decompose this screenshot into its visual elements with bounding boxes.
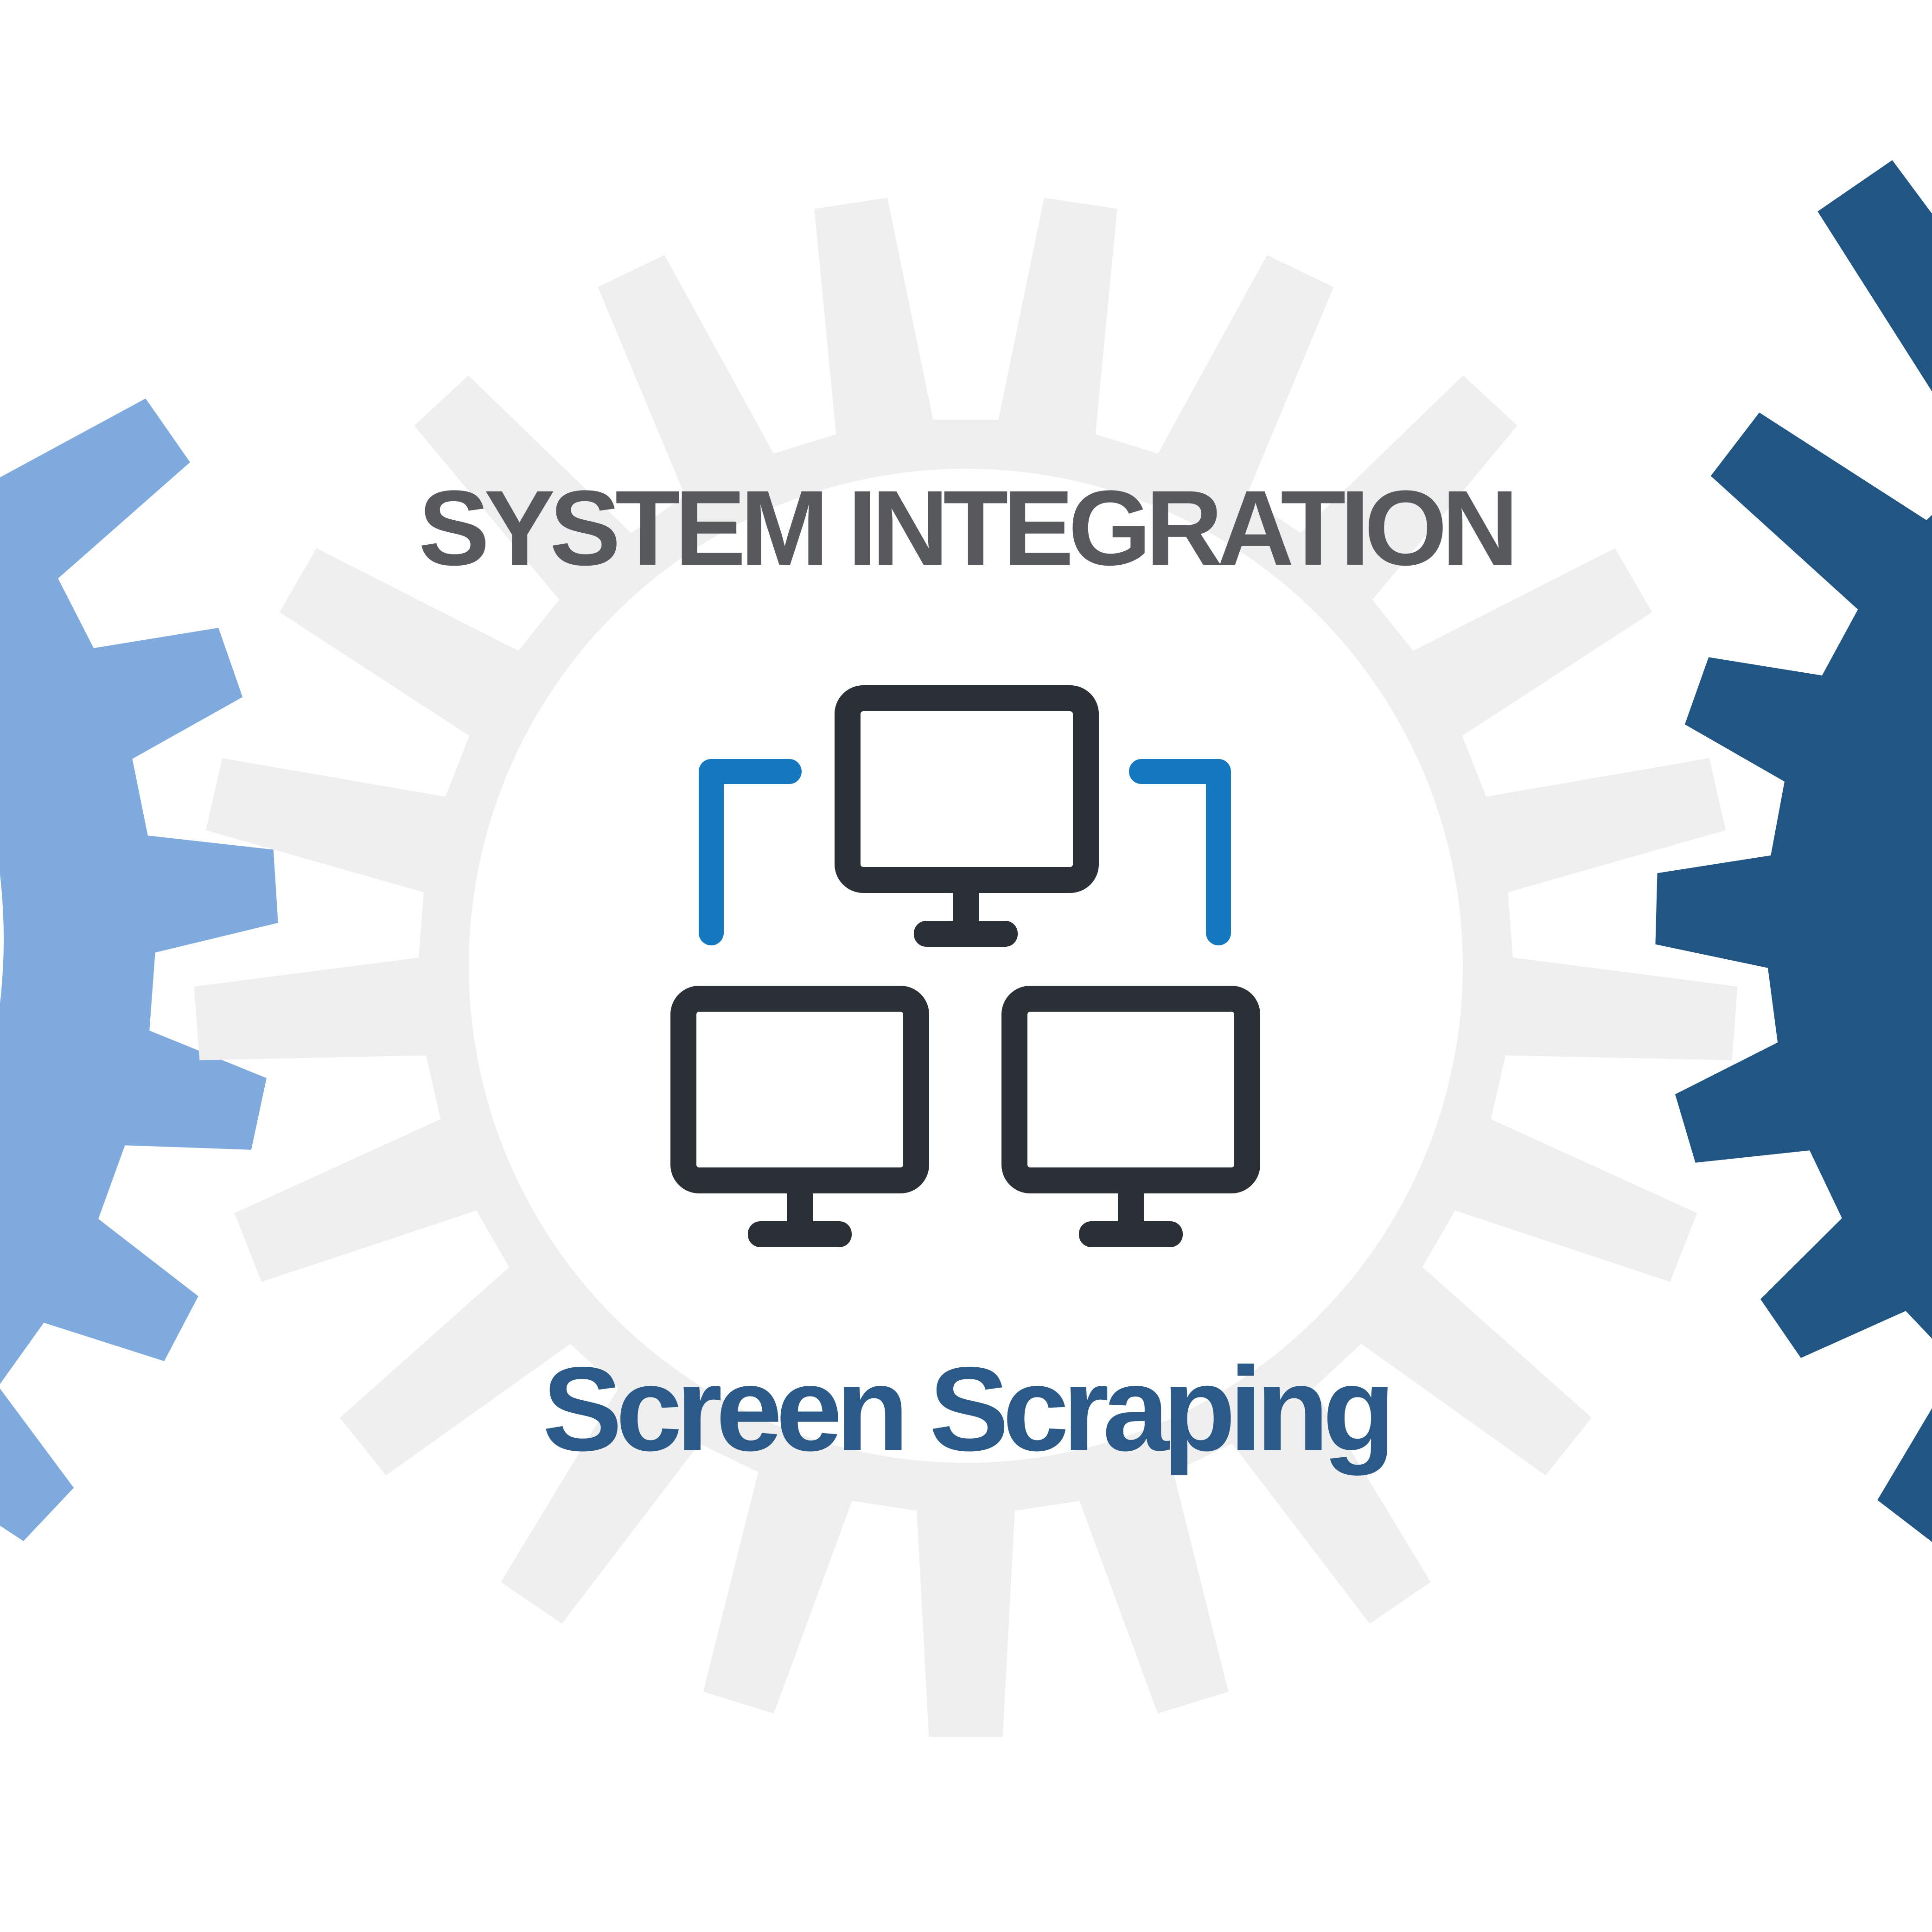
top-monitor-stand-neck <box>953 890 979 925</box>
right-gear <box>1655 160 1932 1542</box>
left-gear <box>0 398 278 1541</box>
bottom-left-monitor-screen <box>670 986 929 1193</box>
left-connector-bracket-icon <box>699 759 802 945</box>
left-gear-hub-hole <box>0 875 4 1003</box>
left-gear-shape <box>0 398 278 1541</box>
bottom-right-monitor-icon <box>1001 986 1260 1247</box>
top-monitor-stand-base <box>914 921 1018 947</box>
page-title: SYSTEM INTEGRATION <box>419 468 1513 587</box>
bottom-left-monitor-stand-neck <box>787 1191 813 1226</box>
page-subtitle: Screen Scraping <box>542 1342 1389 1476</box>
right-connector-bracket-icon <box>1129 759 1231 945</box>
bottom-left-monitor-stand-base <box>748 1221 852 1247</box>
top-monitor-icon <box>835 685 1099 947</box>
center-gear-inner-circle <box>469 469 1463 1463</box>
bottom-right-monitor-screen <box>1001 986 1260 1193</box>
networked-monitors-icon <box>670 685 1260 1247</box>
top-monitor-screen <box>835 685 1099 893</box>
bottom-right-monitor-stand-neck <box>1118 1191 1144 1226</box>
bottom-right-monitor-stand-base <box>1079 1221 1183 1247</box>
bottom-left-monitor-icon <box>670 986 929 1247</box>
right-gear-shape <box>1655 160 1932 1542</box>
